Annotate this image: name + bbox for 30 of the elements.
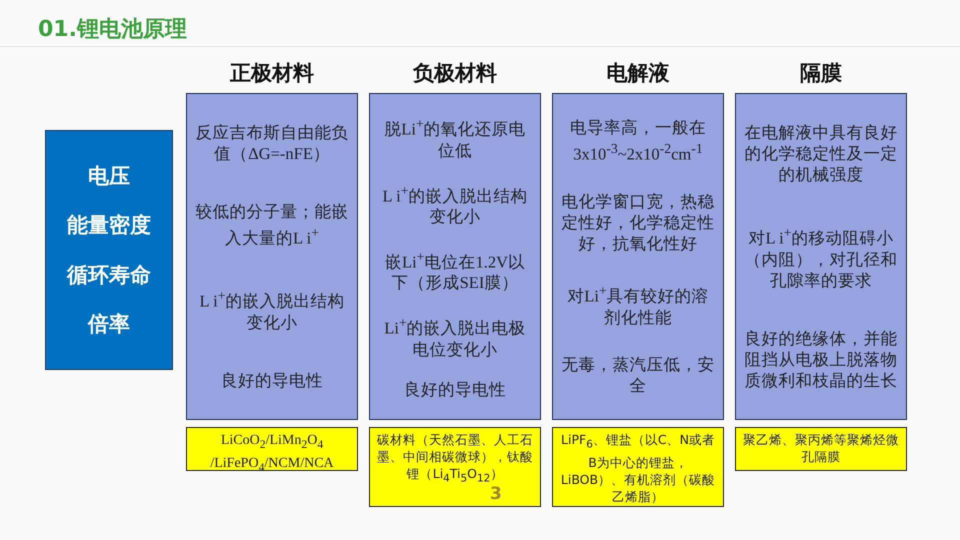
requirement-text: 良好的绝缘体，并能阻挡从电极上脱落物质微利和枝晶的生长 xyxy=(744,328,898,391)
requirement-text: 良好的导电性 xyxy=(220,370,324,391)
material-note: LiCoO$_{2}$/LiMn$_{2}$O$_{4}$ /LiFePO$_{4}$/NCM/NCA xyxy=(186,427,358,471)
column-heading: 负极材料 xyxy=(412,60,498,87)
requirement-text: 嵌Li$^{+}$电位在1.2V以下（形成SEI膜） xyxy=(384,248,526,294)
slide-title: 01.锂电池原理 xyxy=(38,16,187,44)
requirement-text: 反应吉布斯自由能负值（ΔG=-nFE） xyxy=(195,122,349,164)
property-label: 能量密度 xyxy=(67,212,151,240)
requirement-text: 较低的分子量；能嵌入大量的L i$^{+}$ xyxy=(195,201,349,249)
requirement-text: 无毒，蒸汽压低，安全 xyxy=(561,354,715,396)
requirement-text: L i$^{+}$的嵌入脱出结构变化小 xyxy=(198,287,346,333)
requirement-text: 电导率高，一般在3x10$^{-3}$~2x10$^{-2}$cm$^{-1}$ xyxy=(569,117,707,165)
requirement-text: Li$^{+}$的嵌入脱出电极电位变化小 xyxy=(383,314,527,360)
requirement-text: 脱Li$^{+}$的氧化还原电位低 xyxy=(383,115,527,161)
material-note: 聚乙烯、聚丙烯等聚烯烃微孔隔膜 xyxy=(735,427,907,471)
requirement-text: 良好的导电性 xyxy=(403,378,507,400)
requirement-text: L i$^{+}$的嵌入脱出结构变化小 xyxy=(382,182,528,228)
property-panel xyxy=(45,130,173,370)
property-label: 电压 xyxy=(88,162,130,190)
column-heading: 正极材料 xyxy=(229,60,315,87)
requirement-text: 对Li$^{+}$具有较好的溶剂化性能 xyxy=(566,282,710,328)
column-heading: 电解液 xyxy=(606,60,670,87)
requirement-text: 对L i$^{+}$的移动阻碍小（内阻），对孔径和孔隙率的要求 xyxy=(744,224,898,291)
property-label: 倍率 xyxy=(88,311,130,338)
requirement-text: 在电解液中具有良好的化学稳定性及一定的机械强度 xyxy=(744,122,898,186)
column-heading: 隔膜 xyxy=(799,60,843,87)
page-number: 3 xyxy=(490,484,502,504)
property-label: 循环寿命 xyxy=(67,262,151,289)
requirement-text: 电化学窗口宽，热稳定性好，化学稳定性好，抗氧化性好 xyxy=(561,190,715,254)
material-note: LiPF$_{6}$、锂盐（以C、N或者B为中心的锂盐，LiBOB）、有机溶剂（碳酸乙烯脂） xyxy=(552,427,724,507)
